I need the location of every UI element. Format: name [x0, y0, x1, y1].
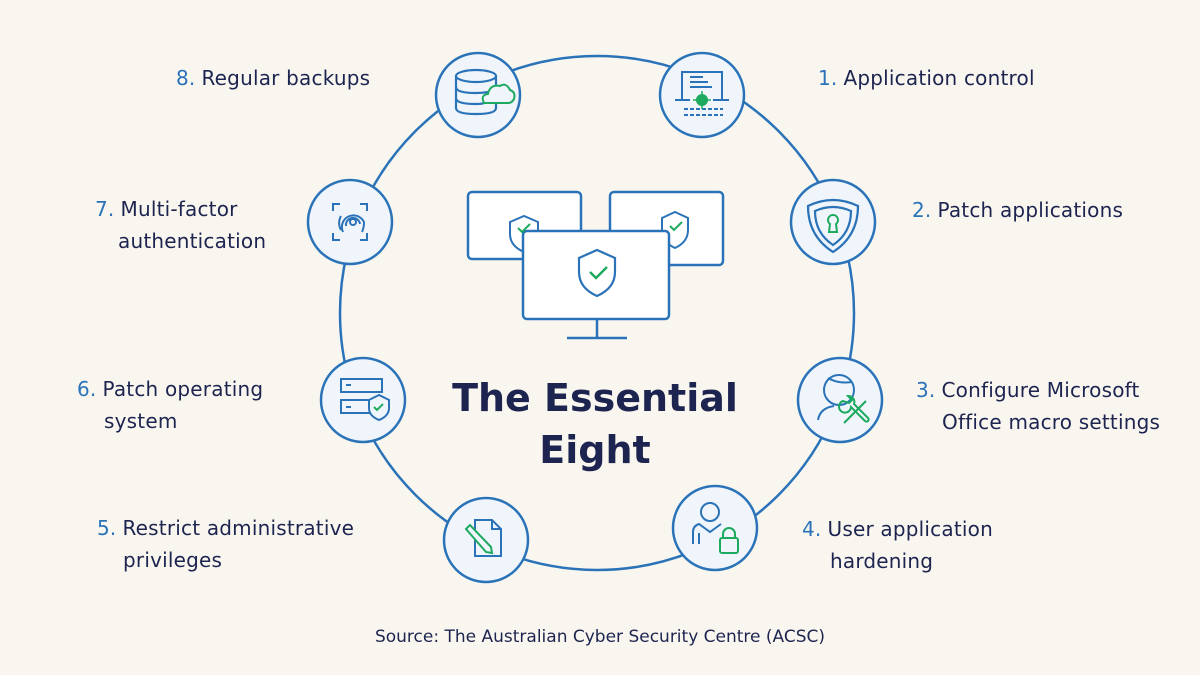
item-2-label: 2.Patch applications: [912, 198, 1124, 222]
item-8-label: 8.Regular backups: [176, 66, 371, 90]
shield-keyhole-icon: [789, 178, 877, 266]
user-lock-icon: [671, 484, 759, 572]
application-control-icon: [658, 51, 746, 139]
item-7-label: 7.Multi-factor authentication: [95, 197, 267, 253]
fingerprint-scan-icon: [306, 178, 394, 266]
item-5-label: 5.Restrict administrative privileges: [97, 516, 355, 572]
item-1-label: 1.Application control: [818, 66, 1035, 90]
database-cloud-icon: [434, 51, 522, 139]
item-3-label: 3.Configure Microsoft Office macro setti…: [916, 378, 1161, 434]
monitors-shield-check-icon: [466, 190, 725, 340]
diagram-title: The Essential Eight: [452, 376, 738, 472]
source-caption: Source: The Australian Cyber Security Ce…: [374, 627, 826, 647]
user-wrench-icon: [796, 356, 884, 444]
item-6-label: 6.Patch operating system: [77, 377, 264, 433]
server-shield-icon: [319, 356, 407, 444]
item-4-label: 4.User application hardening: [802, 517, 993, 573]
check-marks: [517, 221, 683, 280]
document-pencil-icon: [442, 496, 530, 584]
outer-ring: [338, 54, 856, 572]
